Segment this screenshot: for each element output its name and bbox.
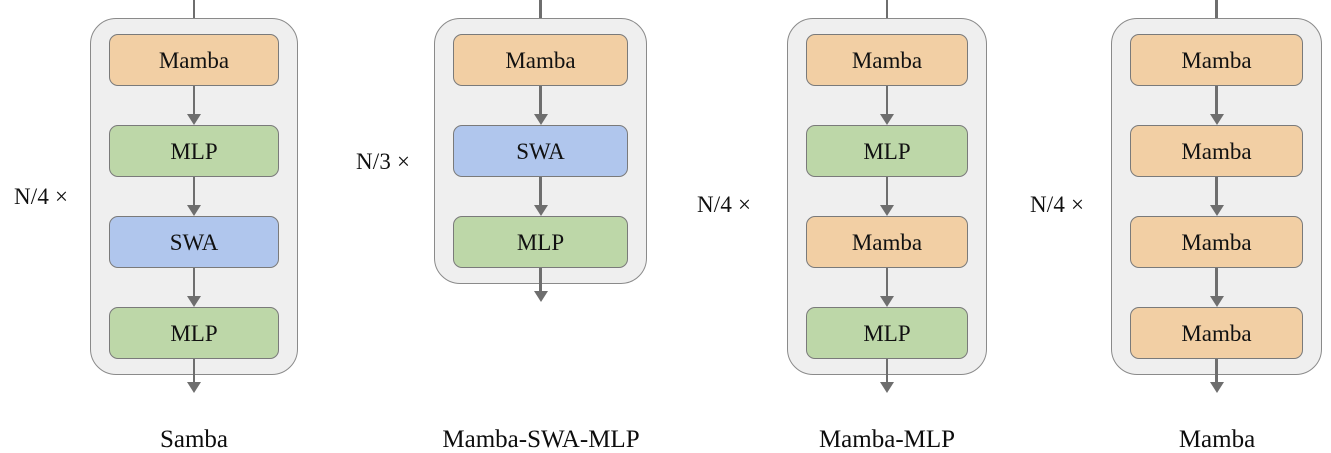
block-label: MLP <box>863 320 911 346</box>
input-arrow-mamba-swa-mlp-shaft <box>539 0 542 23</box>
panel-caption-mamba: Mamba <box>1178 426 1256 453</box>
flow-arrow-mamba-0-shaft <box>1215 86 1218 114</box>
block-mamba-mamba-0: Mamba <box>1130 34 1303 86</box>
block-mamba-mamba-2: Mamba <box>1130 216 1303 268</box>
flow-arrow-mamba-mlp-1-shaft <box>885 177 889 205</box>
flow-arrow-mamba-mlp-1-head <box>880 205 894 216</box>
output-arrow-samba-head <box>187 382 201 393</box>
block-mlp-mamba-mlp-3: MLP <box>806 307 968 359</box>
block-mamba-mamba-1: Mamba <box>1130 125 1303 177</box>
flow-arrow-mamba-1-head <box>1209 205 1224 216</box>
output-arrow-mamba-swa-mlp-head <box>533 291 548 302</box>
flow-arrow-samba-0-shaft <box>192 86 196 114</box>
flow-arrow-mamba-swa-mlp-0-shaft <box>539 86 542 114</box>
block-swa-samba-2: SWA <box>109 216 279 268</box>
block-mlp-mamba-swa-mlp-2: MLP <box>453 216 628 268</box>
block-mamba-mamba-3: Mamba <box>1130 307 1303 359</box>
output-arrow-mamba-head <box>1209 382 1224 393</box>
input-arrow-mamba-shaft <box>1215 0 1218 23</box>
input-arrow-samba-shaft <box>192 0 196 23</box>
repeat-count-label-samba: N/4 × <box>14 184 69 209</box>
repeat-count-label-mamba-swa-mlp: N/3 × <box>356 149 411 174</box>
block-mamba-mamba-mlp-0: Mamba <box>806 34 968 86</box>
block-label: Mamba <box>1181 47 1252 73</box>
block-mlp-samba-3: MLP <box>109 307 279 359</box>
block-label: SWA <box>169 229 219 255</box>
block-label: MLP <box>170 320 218 346</box>
block-label: MLP <box>170 138 218 164</box>
flow-arrow-samba-1-shaft <box>192 177 196 205</box>
repeat-count-label-mamba: N/4 × <box>1030 192 1085 217</box>
flow-arrow-mamba-mlp-0-head <box>880 114 894 125</box>
block-label: Mamba <box>1181 320 1252 346</box>
flow-arrow-samba-2-head <box>187 296 201 307</box>
flow-arrow-mamba-swa-mlp-1-shaft <box>539 177 542 205</box>
block-label: MLP <box>516 229 565 255</box>
block-label: Mamba <box>1181 229 1252 255</box>
output-arrow-mamba-shaft <box>1215 359 1218 382</box>
block-label: Mamba <box>505 47 576 73</box>
block-label: Mamba <box>851 229 923 255</box>
block-label: Mamba <box>1181 138 1252 164</box>
block-mlp-mamba-mlp-1: MLP <box>806 125 968 177</box>
flow-arrow-mamba-2-shaft <box>1215 268 1218 296</box>
block-label: SWA <box>516 138 565 164</box>
output-arrow-mamba-mlp-shaft <box>885 359 889 382</box>
block-mamba-mamba-mlp-2: Mamba <box>806 216 968 268</box>
flow-arrow-samba-2-shaft <box>192 268 196 296</box>
panel-caption-samba: Samba <box>159 426 229 453</box>
flow-arrow-mamba-0-head <box>1209 114 1224 125</box>
output-arrow-samba-shaft <box>192 359 196 382</box>
output-arrow-mamba-swa-mlp-shaft <box>539 268 542 291</box>
block-mlp-samba-1: MLP <box>109 125 279 177</box>
flow-arrow-samba-1-head <box>187 205 201 216</box>
flow-arrow-mamba-1-shaft <box>1215 177 1218 205</box>
input-arrow-mamba-mlp-shaft <box>885 0 889 23</box>
flow-arrow-mamba-mlp-2-shaft <box>885 268 889 296</box>
flow-arrow-mamba-swa-mlp-1-head <box>533 205 548 216</box>
output-arrow-mamba-mlp-head <box>880 382 894 393</box>
block-mamba-mamba-swa-mlp-0: Mamba <box>453 34 628 86</box>
block-label: MLP <box>863 138 911 164</box>
flow-arrow-samba-0-head <box>187 114 201 125</box>
flow-arrow-mamba-2-head <box>1209 296 1224 307</box>
flow-arrow-mamba-swa-mlp-0-head <box>533 114 548 125</box>
flow-arrow-mamba-mlp-0-shaft <box>885 86 889 114</box>
block-mamba-samba-0: Mamba <box>109 34 279 86</box>
repeat-count-label-mamba-mlp: N/4 × <box>697 192 752 217</box>
panel-caption-mamba-mlp: Mamba-MLP <box>818 426 956 453</box>
block-swa-mamba-swa-mlp-1: SWA <box>453 125 628 177</box>
panel-caption-mamba-swa-mlp: Mamba-SWA-MLP <box>442 426 640 453</box>
block-label: Mamba <box>851 47 923 73</box>
flow-arrow-mamba-mlp-2-head <box>880 296 894 307</box>
block-label: Mamba <box>158 47 230 73</box>
